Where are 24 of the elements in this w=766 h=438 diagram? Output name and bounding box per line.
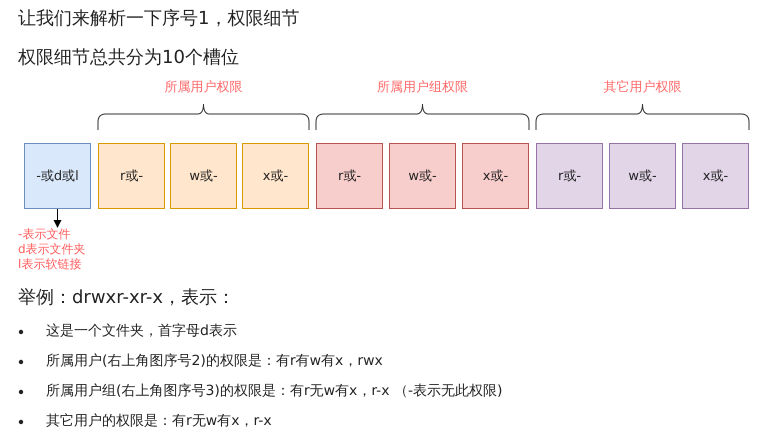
subheading: 举例：drwxr-xr-x，表示： [18,286,235,309]
subheading: 权限细节总共分为10个槽位 [18,46,239,69]
slot-box: r或- [98,143,165,209]
slot-box: x或- [242,143,309,209]
bullet-text: 所属用户(右上角图序号2)的权限是：有r有w有x，rwx [46,352,383,370]
bullet-text: 所属用户组(右上角图序号3)的权限是：有r无w有x，r-x （-表示无此权限) [46,382,502,400]
bullet-text: 这是一个文件夹，首字母d表示 [46,322,237,340]
slot-box: w或- [389,143,456,209]
group-label: 所属用户组权限 [377,79,468,96]
bullet-text: 其它用户的权限是：有r无w有x，r-x [46,412,272,430]
arrow [54,208,62,228]
slot-box: x或- [462,143,529,209]
slot-box: r或- [316,143,383,209]
note-text: -表示文件 [18,227,72,242]
slot-box: w或- [170,143,237,209]
slot-box: -或d或l [24,143,91,209]
group-label: 其它用户权限 [604,79,682,96]
slot-box: x或- [682,143,749,209]
slot-box: r或- [536,143,603,209]
note-text: d表示文件夹 [18,242,86,257]
note-text: l表示软链接 [18,257,82,272]
heading: 让我们来解析一下序号1，权限细节 [18,7,300,30]
group-label: 所属用户权限 [164,79,242,96]
slot-box: w或- [609,143,676,209]
